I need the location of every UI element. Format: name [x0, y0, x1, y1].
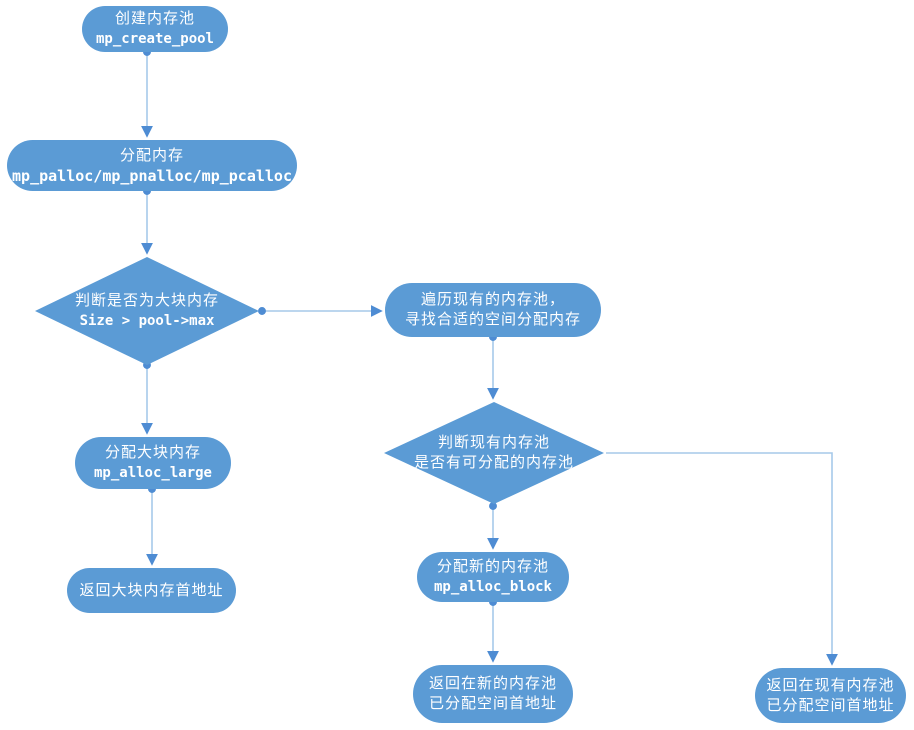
decision-pool-available: 判断现有内存池是否有可分配的内存池	[384, 402, 604, 504]
node-return-new-pool-addr: 返回在新的内存池已分配空间首地址	[413, 665, 573, 723]
node-text-line: 判断现有内存池	[437, 434, 550, 451]
node-text-line: 返回在新的内存池	[428, 675, 557, 692]
node-alloc-block: 分配新的内存池 mp_alloc_block	[417, 552, 569, 602]
node-text-line: 返回在现有内存池	[766, 676, 895, 694]
node-text-line: Size > pool->max	[79, 313, 215, 329]
node-text-line: 分配大块内存	[104, 444, 201, 461]
node-iterate-pools: 遍历现有的内存池， 寻找合适的空间分配内存	[385, 283, 601, 337]
node-create-pool: 创建内存池 mp_create_pool	[82, 6, 228, 52]
node-text-line: mp_create_pool	[95, 31, 214, 47]
node-return-large-addr: 返回大块内存首地址	[67, 568, 236, 613]
edge-decision2-to-existing	[606, 452, 838, 666]
node-text-line: mp_alloc_block	[433, 579, 552, 595]
node-text-line: mp_palloc/mp_pnalloc/mp_pcalloc	[12, 166, 292, 185]
node-text-line: 是否有可分配的内存池	[413, 454, 574, 471]
node-text-line: 分配新的内存池	[436, 558, 549, 575]
node-text-line: 已分配空间首地址	[428, 695, 557, 712]
node-return-existing-pool-addr: 返回在现有内存池已分配空间首地址	[755, 668, 906, 723]
node-text-line: 返回大块内存首地址	[79, 581, 224, 599]
decision-is-large-block: 判断是否为大块内存 Size > pool->max	[35, 257, 259, 365]
node-text-line: 分配内存	[119, 146, 184, 164]
node-text-line: 已分配空间首地址	[766, 696, 895, 714]
node-text-line: mp_alloc_large	[93, 465, 212, 481]
node-text-line: 创建内存池	[114, 10, 195, 27]
node-alloc-memory: 分配内存 mp_palloc/mp_pnalloc/mp_pcalloc	[7, 140, 297, 191]
node-text-line: 寻找合适的空间分配内存	[404, 311, 581, 328]
node-text-line: 判断是否为大块内存	[74, 292, 219, 309]
node-alloc-large: 分配大块内存 mp_alloc_large	[75, 437, 231, 489]
node-text-line: 遍历现有的内存池，	[420, 291, 565, 308]
